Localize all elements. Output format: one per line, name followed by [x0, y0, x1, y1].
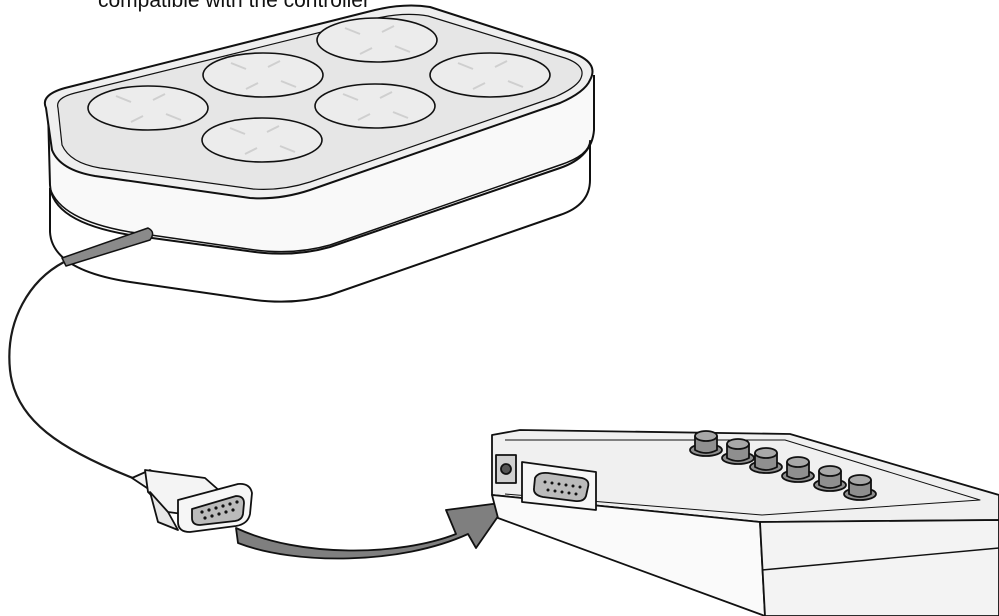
d-sub-plug-icon: [131, 469, 253, 533]
cable: [8, 261, 139, 482]
controller-box-icon: [491, 429, 999, 616]
caption-text: compatible with the controller: [98, 0, 370, 12]
connect-arrow-icon: [235, 501, 509, 560]
multi-position-stirrer-icon: [43, 4, 595, 303]
